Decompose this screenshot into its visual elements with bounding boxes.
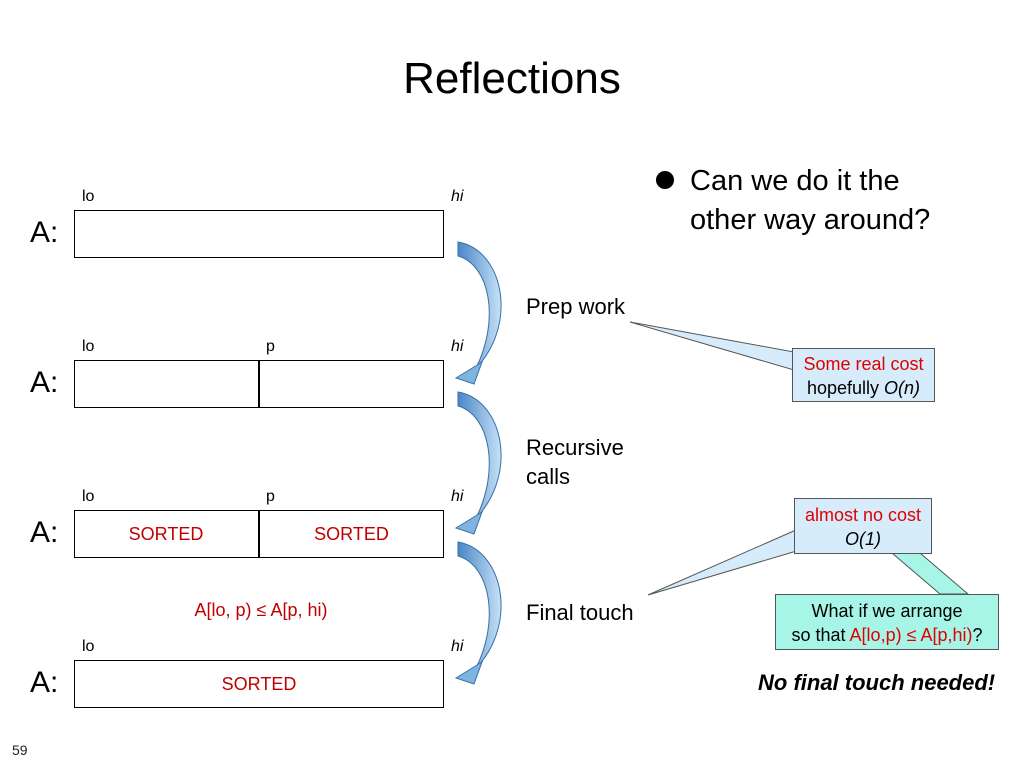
step-recursive-line1: Recursive (526, 435, 624, 460)
arrange-callout-pointer (890, 552, 970, 595)
row1-lo-label: lo (82, 188, 95, 205)
row2-array-prefix: A: (30, 366, 59, 399)
conclusion-text: No final touch needed! (758, 670, 996, 695)
row2-p-label: p (266, 338, 275, 355)
step-recursive-line2: calls (526, 464, 571, 489)
prep-cost-line1: Some real cost (803, 354, 924, 374)
step-recursive-calls: Recursive calls (526, 433, 624, 491)
final-cost-callout: almost no cost O(1) (794, 498, 932, 554)
prep-cost-complexity: O(n) (884, 378, 921, 398)
row1-array-prefix: A: (30, 216, 59, 249)
bullet-icon (656, 171, 674, 189)
row4-hi-label: hi (451, 638, 464, 655)
bullet-line2: other way around? (690, 204, 931, 236)
recursive-arrow (454, 391, 502, 535)
step-prep-work: Prep work (526, 294, 626, 319)
row3-right-sorted: SORTED (314, 524, 389, 544)
row3-lo-label: lo (82, 488, 95, 505)
row1-hi-label: hi (451, 188, 464, 205)
row3-pivot-divider (258, 510, 260, 558)
row3-hi-label: hi (451, 488, 464, 505)
row2-hi-label: hi (451, 338, 464, 355)
arrange-line1: What if we arrange (811, 601, 963, 621)
bullet-question: Can we do it the other way around? (690, 162, 930, 240)
arrange-prefix: so that (791, 625, 850, 645)
prep-cost-callout: Some real cost hopefully O(n) (792, 348, 935, 402)
row3-left-sorted: SORTED (128, 524, 204, 544)
row4-array-prefix: A: (30, 666, 59, 699)
row1-array-box (74, 210, 444, 258)
page-number: 59 (12, 742, 28, 758)
invariant-text: A[lo, p) ≤ A[p, hi) (194, 600, 328, 620)
arrange-condition: A[lo,p) ≤ A[p,hi) (849, 625, 973, 645)
prep-callout-pointer (629, 321, 795, 371)
prep-cost-prefix: hopefully (806, 378, 885, 398)
slide-title: Reflections (403, 54, 621, 103)
bullet-line1: Can we do it the (690, 165, 900, 197)
final-cost-line1: almost no cost (804, 505, 922, 525)
final-arrow (454, 541, 502, 685)
row3-array-prefix: A: (30, 516, 59, 549)
row4-array-box (74, 660, 444, 708)
row2-lo-label: lo (82, 338, 95, 355)
row3-p-label: p (266, 488, 275, 505)
prep-arrow (454, 241, 502, 385)
arrange-line2: so that A[lo,p) ≤ A[p,hi)? (776, 623, 998, 647)
arrange-callout: What if we arrange so that A[lo,p) ≤ A[p… (775, 594, 999, 650)
step-final-touch: Final touch (526, 600, 634, 625)
prep-cost-line2: hopefully O(n) (793, 376, 934, 400)
row2-pivot-divider (258, 360, 260, 408)
final-callout-pointer (647, 529, 801, 596)
final-cost-line2: O(1) (845, 529, 881, 549)
row4-lo-label: lo (82, 638, 95, 655)
arrange-suffix: ? (972, 625, 983, 645)
row4-sorted: SORTED (221, 674, 297, 694)
